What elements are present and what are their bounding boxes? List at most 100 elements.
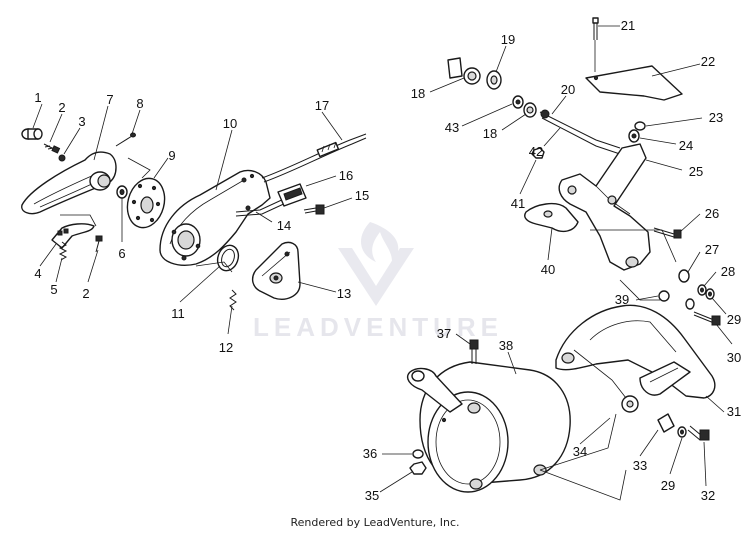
part-43-washer: [512, 95, 524, 109]
callout-24: 24: [679, 138, 693, 153]
callout-19: 19: [501, 32, 515, 47]
part-18-bushing-top: [447, 57, 481, 85]
callout-25: 25: [689, 164, 703, 179]
callout-11: 11: [171, 306, 185, 321]
part-39-spacer: [658, 290, 670, 302]
right-upper-assembly: [447, 17, 721, 326]
part-22-plate: [585, 65, 683, 101]
part-19-bearing: [486, 70, 502, 90]
callout-12: 12: [219, 340, 233, 355]
part-29-washer-upper: [705, 288, 715, 300]
part-27-spacer: [678, 269, 690, 283]
callout-29-upper: 29: [727, 312, 741, 327]
callout-13: 13: [337, 286, 351, 301]
callout-5: 5: [50, 282, 57, 297]
part-24-bushing: [628, 129, 640, 143]
callout-35: 35: [365, 488, 379, 503]
part-25-bracket: [558, 143, 651, 271]
drum-lever-arm: [406, 367, 463, 413]
callout-36: 36: [363, 446, 377, 461]
part-14-rod: [235, 197, 289, 217]
callout-2: 2: [58, 100, 65, 115]
part-12-screw: [229, 289, 237, 311]
part-40-bracket: [524, 202, 579, 233]
callout-21: 21: [621, 18, 635, 33]
part-2-screw: [43, 143, 61, 154]
part-18-bushing-mid: [523, 102, 537, 118]
part-37-bolt: [469, 339, 479, 364]
callout-7: 7: [106, 92, 113, 107]
callout-23: 23: [709, 110, 723, 125]
part-17-cable: [261, 133, 367, 183]
part-4-lever: [51, 223, 95, 249]
callout-26: 26: [705, 206, 719, 221]
callout-39: 39: [615, 292, 629, 307]
watermark: LEADVENTURE: [253, 222, 503, 342]
part-29-washer-mid: [685, 298, 695, 310]
part-3-nut: [58, 154, 66, 162]
part-28-washer: [697, 284, 707, 296]
callout-34: 34: [573, 444, 587, 459]
left-assembly: [21, 128, 367, 311]
part-5-spring: [58, 241, 68, 261]
part-38-drum: [419, 361, 571, 493]
callout-20: 20: [561, 82, 575, 97]
callout-16: 16: [339, 168, 353, 183]
callout-2-lower: 2: [82, 286, 89, 301]
callout-43: 43: [445, 120, 459, 135]
part-41-nut: [531, 147, 545, 159]
callout-6: 6: [118, 246, 125, 261]
callout-17: 17: [315, 98, 329, 113]
callout-3: 3: [78, 114, 85, 129]
callout-32: 32: [701, 488, 715, 503]
callout-1: 1: [34, 90, 41, 105]
callouts: 1 2 3 7 8 9 10 17 16 15 14 6 4 5 2 11 12…: [32, 18, 741, 503]
callout-31: 31: [727, 404, 741, 419]
part-21-pin: [592, 17, 599, 72]
part-35-nut: [409, 461, 427, 475]
callout-22: 22: [701, 54, 715, 69]
part-10-housing: [159, 169, 271, 266]
part-2-screw-lower: [95, 235, 103, 253]
part-11-oring: [216, 244, 240, 272]
part-20-shaft: [539, 109, 621, 155]
part-9-flange: [126, 177, 166, 229]
callout-30: 30: [727, 350, 741, 365]
callout-10: 10: [223, 116, 237, 131]
callout-40: 40: [541, 262, 555, 277]
callout-8: 8: [136, 96, 143, 111]
right-lower-assembly: [406, 304, 716, 501]
part-16-plate: [277, 183, 307, 207]
part-7-lever-cover: [21, 151, 117, 215]
callout-29-lower: 29: [661, 478, 675, 493]
part-1-bushing: [21, 128, 43, 140]
callout-37: 37: [437, 326, 451, 341]
part-6-washer: [116, 185, 128, 199]
callout-28: 28: [721, 264, 735, 279]
part-15-bolt: [303, 204, 325, 215]
callout-18-mid: 18: [483, 126, 497, 141]
callout-4: 4: [34, 266, 41, 281]
part-8-pin: [115, 132, 136, 147]
callout-33: 33: [633, 458, 647, 473]
part-31-guard: [555, 304, 716, 413]
callout-18-top: 18: [411, 86, 425, 101]
callout-15: 15: [355, 188, 369, 203]
callout-41: 41: [511, 196, 525, 211]
callout-9: 9: [168, 148, 175, 163]
watermark-text: LEADVENTURE: [253, 312, 503, 342]
part-26-bolt: [653, 227, 682, 239]
part-36-washer: [412, 449, 424, 459]
callout-38: 38: [499, 338, 513, 353]
footer-credit: Rendered by LeadVenture, Inc.: [290, 516, 460, 529]
part-33-bushing: [657, 413, 675, 433]
part-29-washer-lower: [677, 426, 687, 438]
callout-27: 27: [705, 242, 719, 257]
callout-42: 42: [529, 144, 543, 159]
part-32-bolt: [687, 425, 710, 441]
callout-14: 14: [277, 218, 291, 233]
part-30-bolt: [693, 311, 721, 326]
part-13-bracket: [251, 241, 301, 300]
part-23-clip: [634, 121, 646, 131]
